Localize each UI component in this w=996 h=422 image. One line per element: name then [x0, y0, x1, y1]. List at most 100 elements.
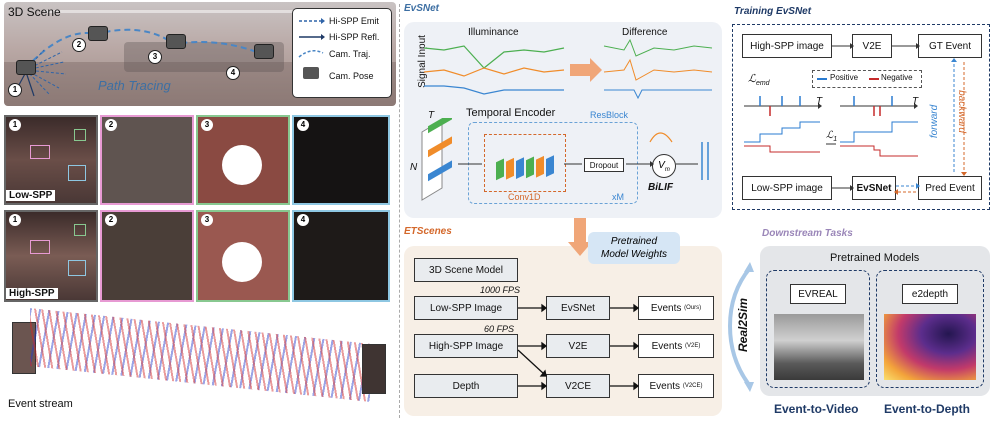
illuminance-label: Illuminance	[468, 27, 519, 38]
pos-neg-legend: Positive Negative	[812, 70, 922, 88]
path-tracing-label: Path Tracing	[98, 78, 171, 93]
pose-number-3: 3	[148, 50, 162, 64]
camera-icon-1	[16, 60, 36, 75]
camera-icon-3	[166, 34, 186, 49]
et-v2e-box: V2E	[546, 334, 610, 358]
scene-title: 3D Scene	[8, 5, 61, 19]
positive-label: Positive	[830, 73, 859, 82]
negative-label: Negative	[881, 73, 913, 82]
scene-legend: Hi-SPP Emit Hi-SPP Refl. Cam. Traj. Cam.…	[292, 8, 392, 98]
emd-plots	[744, 96, 918, 157]
e2depth-box: e2depth	[902, 284, 958, 304]
train-pred-event-box: Pred Event	[918, 176, 982, 200]
training-arrows	[832, 43, 967, 195]
conv1d-frame	[484, 134, 566, 192]
depth-box: Depth	[414, 374, 518, 398]
evreal-frame	[766, 270, 870, 388]
events-ours-text: Events	[650, 302, 682, 314]
l1-subscript: 1	[833, 136, 838, 143]
highspp-tile-3: 3	[196, 210, 290, 302]
highspp-tile-1: 1	[4, 210, 98, 302]
lemd-label: ℒemd	[748, 72, 770, 87]
pose-number-4: 4	[226, 66, 240, 80]
pretrained-weights-box: Pretrained Model Weights	[588, 232, 680, 264]
weights-arrow	[568, 218, 592, 256]
events-v2ce-text: Events	[649, 380, 681, 392]
pretrained-line2: Model Weights	[601, 249, 667, 260]
e2depth-frame	[876, 270, 984, 388]
vm-subscript: m	[664, 167, 670, 173]
xm-label: xM	[612, 192, 624, 202]
e2depth-output-image	[884, 314, 976, 380]
event-to-video-label: Event-to-Video	[774, 402, 859, 416]
l1-symbol: ℒ	[826, 130, 834, 141]
row-label-high: High-SPP	[6, 288, 58, 299]
input-tensor	[421, 118, 452, 201]
training-panel	[732, 24, 990, 210]
evsnet-panel	[404, 22, 722, 218]
lowspp-tile-2: 2	[100, 115, 194, 205]
signal-plots	[424, 38, 713, 100]
events-ours-tag: (Ours)	[684, 305, 702, 311]
emd-t-label-1: T	[816, 96, 823, 107]
resblock-frame	[468, 122, 638, 204]
real2sim-arrows	[727, 262, 754, 392]
legend-hispp-refl: Hi-SPP Refl.	[329, 32, 380, 42]
conv1d-blocks	[496, 155, 554, 181]
emd-t-label-2: T	[912, 96, 919, 107]
camera-icon-2	[88, 26, 108, 41]
events-ours-box: Events (Ours)	[638, 296, 714, 320]
events-v2e-text: Events	[651, 340, 683, 352]
bilif-label: BiLIF	[648, 182, 673, 193]
train-v2e-box: V2E	[852, 34, 892, 58]
encoder-arrows	[458, 132, 709, 180]
events-v2ce-box: Events (V2CE)	[638, 374, 714, 398]
et-evsnet-box: EvSNet	[546, 296, 610, 320]
downstream-title: Downstream Tasks	[762, 228, 853, 239]
pretrained-models-label: Pretrained Models	[830, 252, 920, 264]
evreal-output-image	[774, 314, 864, 380]
event-stream-cloud	[10, 308, 394, 402]
temporal-encoder-label: Temporal Encoder	[466, 107, 556, 119]
train-evsnet-box: EvSNet	[852, 176, 896, 200]
n-label: N	[410, 162, 418, 173]
vm-node: Vm	[652, 154, 676, 178]
etscenes-title: ETScenes	[404, 226, 452, 237]
legend-cam-traj: Cam. Traj.	[329, 49, 371, 59]
pretrained-line1: Pretrained	[610, 236, 658, 247]
high-img-box: High-SPP Image	[414, 334, 518, 358]
difference-label: Difference	[622, 27, 668, 38]
row-label-low: Low-SPP	[6, 190, 56, 201]
legend-cam-pose: Cam. Pose	[329, 71, 374, 81]
evsnet-title: EvSNet	[404, 3, 440, 14]
events-v2ce-tag: (V2CE)	[682, 383, 703, 389]
evreal-box: EVREAL	[790, 284, 846, 304]
legend-hispp-emit: Hi-SPP Emit	[329, 16, 379, 26]
lowspp-tile-4: 4	[292, 115, 390, 205]
events-v2e-box: Events (V2E)	[638, 334, 714, 358]
event-to-depth-label: Event-to-Depth	[884, 402, 970, 416]
vm-symbol: V	[658, 160, 665, 171]
etscenes-arrows	[517, 303, 640, 391]
fps60-label: 60 FPS	[484, 324, 515, 334]
camera-icon-4	[254, 44, 274, 59]
scene-model-box: 3D Scene Model	[414, 258, 518, 282]
event-stream-label: Event stream	[8, 398, 73, 410]
t-label: T	[428, 110, 435, 121]
events-v2e-tag: (V2E)	[685, 343, 701, 349]
resblock-label: ResBlock	[590, 110, 629, 120]
lowspp-tile-3: 3	[196, 115, 290, 205]
real2sim-label: Real2Sim	[736, 297, 751, 353]
low-img-box: Low-SPP Image	[414, 296, 518, 320]
fps1000-label: 1000 FPS	[480, 285, 521, 295]
lemd-subscript: emd	[755, 80, 770, 88]
highspp-tile-4: 4	[292, 210, 390, 302]
l1-label: ℒ1	[826, 130, 837, 143]
pose-number-1: 1	[8, 83, 22, 97]
train-lowspp-box: Low-SPP image	[742, 176, 832, 200]
lemd-symbol: ℒ	[748, 73, 756, 85]
dropout-box: Dropout	[584, 158, 624, 172]
training-title: Training EvSNet	[734, 6, 812, 17]
train-gt-event-box: GT Event	[918, 34, 982, 58]
vertical-divider	[399, 4, 400, 418]
